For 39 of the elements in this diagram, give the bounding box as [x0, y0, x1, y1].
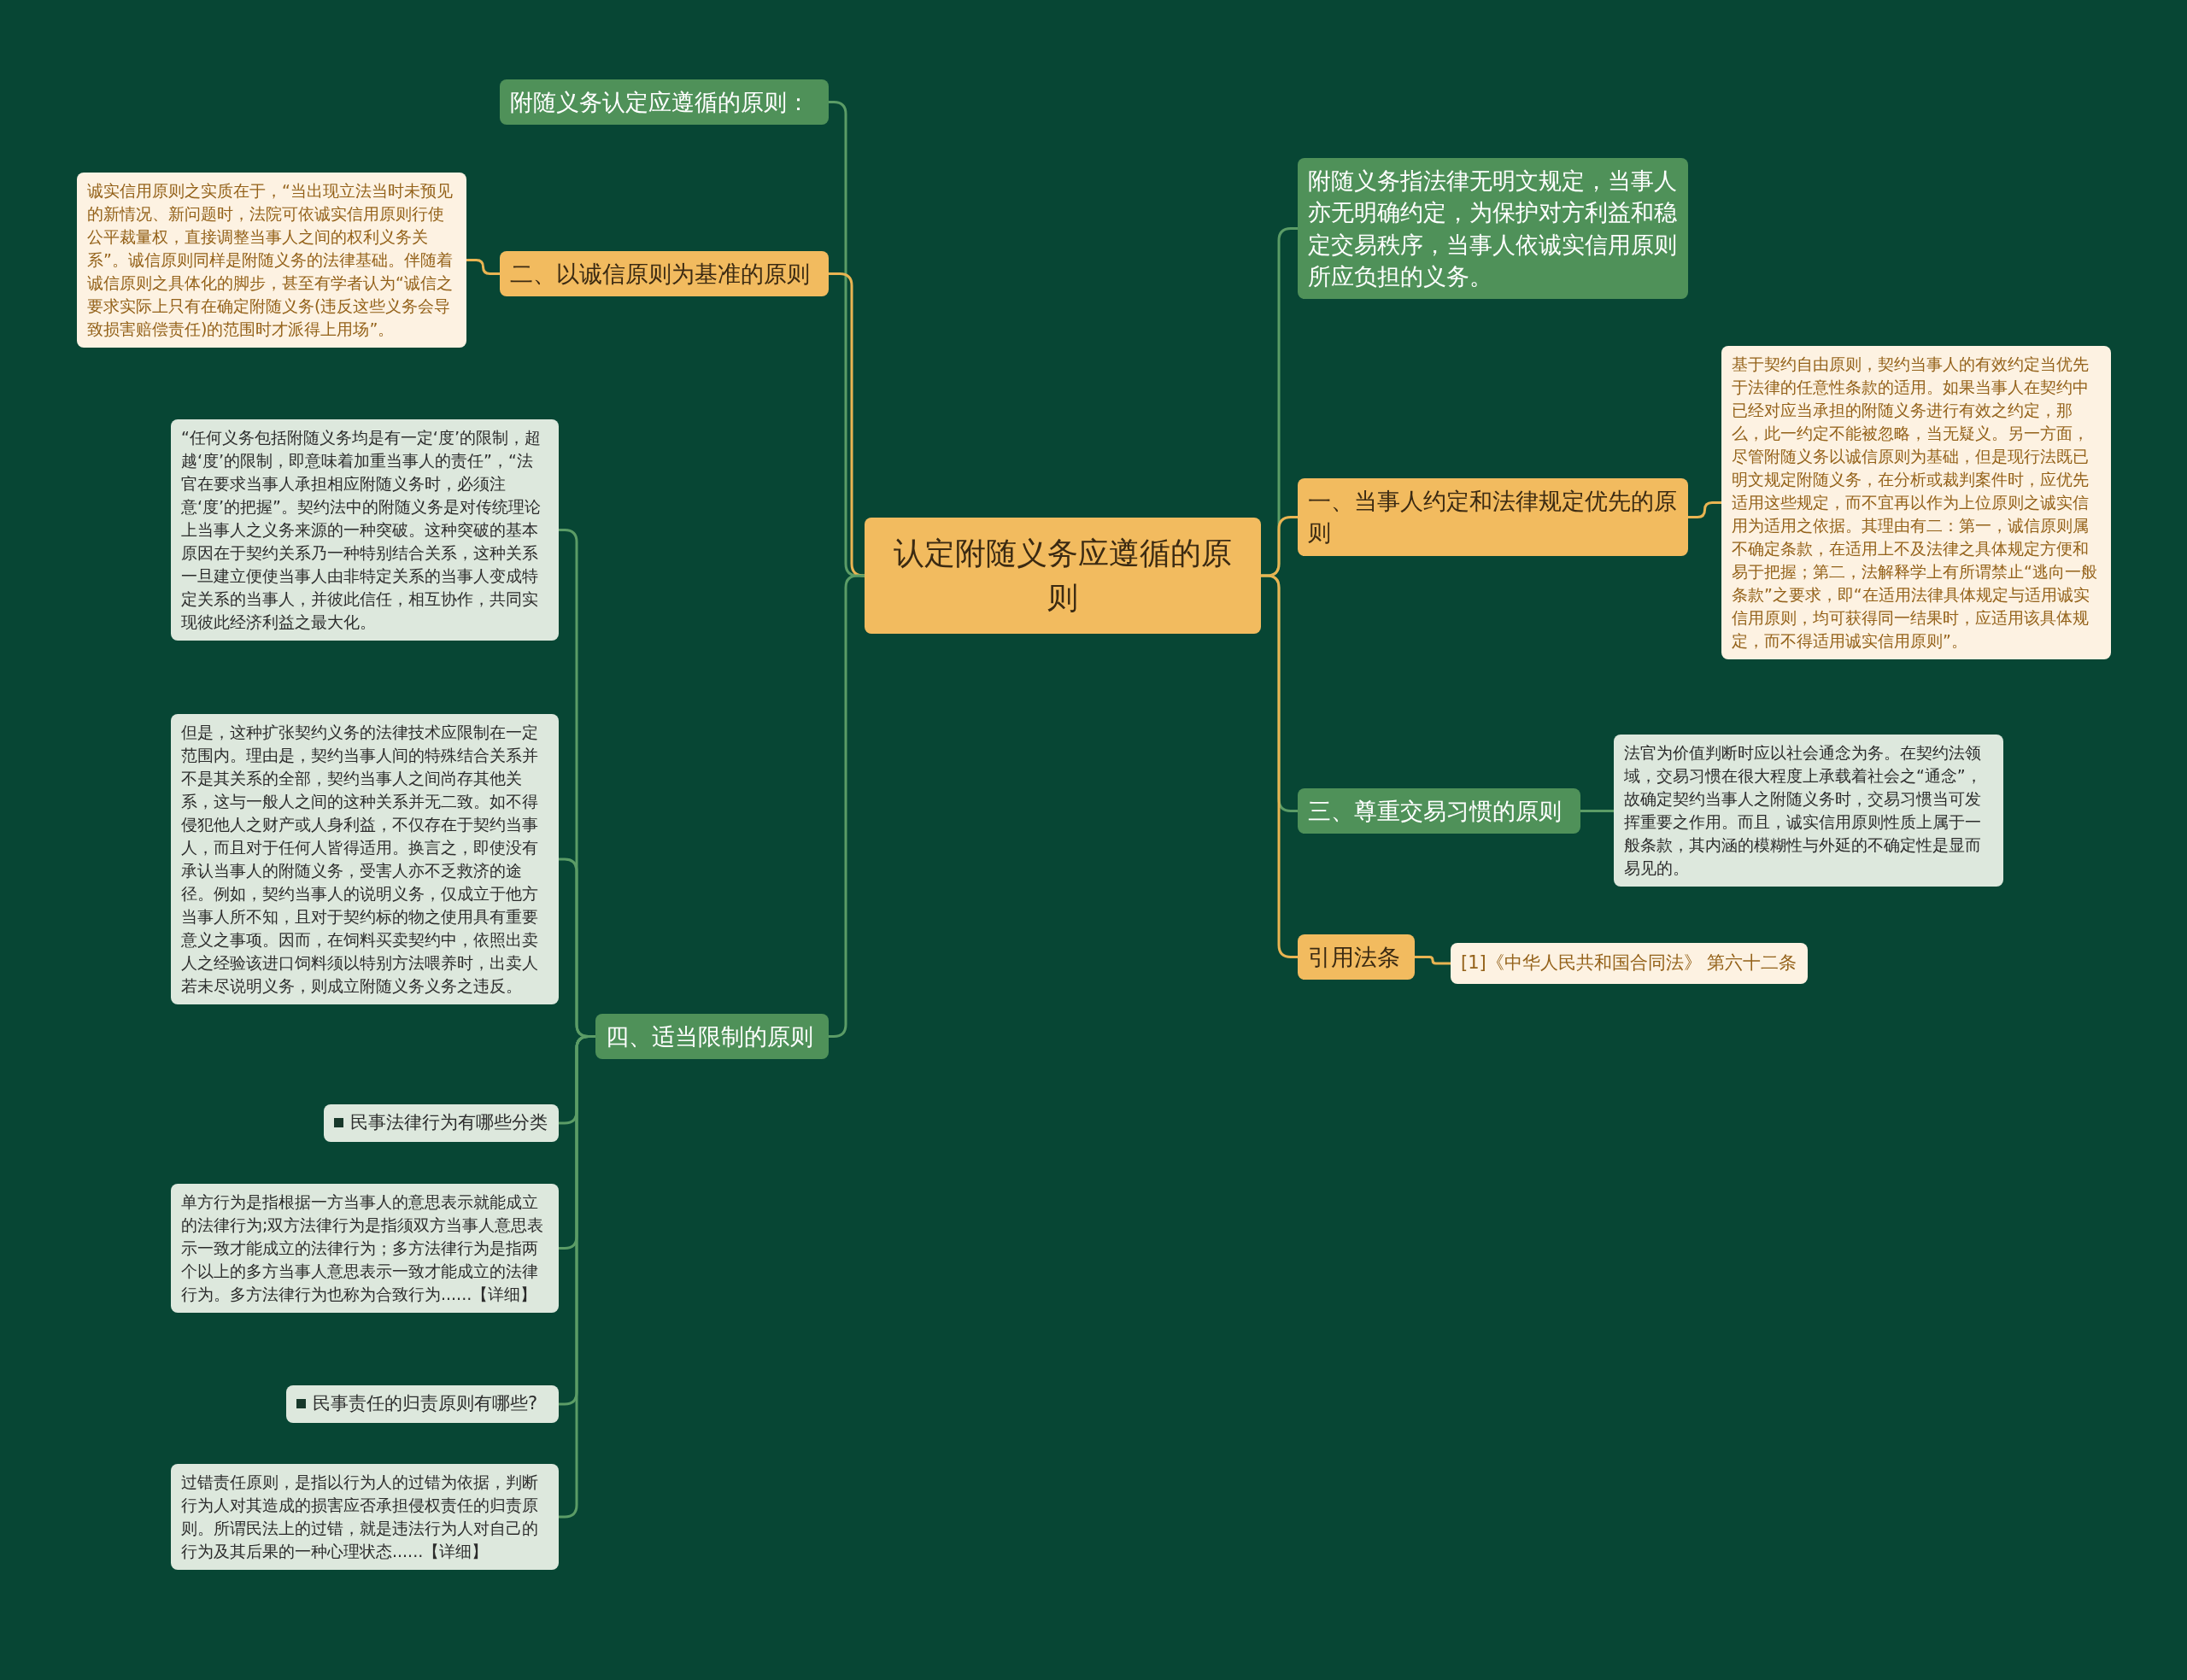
topic-box [1298, 934, 1415, 980]
node-text: “任何义务包括附随义务均是有一定‘度’的限制，超越‘度’的限制，即意味着加重当事人的责任”，“法官在要求当事人承担相应附随义务时，必须注意‘度’的把握”。契约法中的附随义务是对传统理论上当事人之义务来源的一种突破。这种突破的基本原因在于契约关系乃一种特别结合关系，这种关系一旦建立便使当事人由非特定关系的当事人变成特定关系的当事人，并彼此信任，相互协作，共同实现彼此经济利益之最大化。 [181, 427, 542, 633]
node-text: 四、适当限制的原则 [606, 1022, 814, 1051]
node-text: 诚实信用原则之实质在于，“当出现立法当时未预见的新情况、新问题时，法院可依诚实信用原则行使公平裁量权，直接调整当事人之间的权利义务关系”。诚信原则同样是附随义务的法律基础。伴随着诚信原则之具体化的脚步，甚至有学者认为“诚信之要求实际上只有在确定附随义务(违反这些义务会导致损害赔偿责任)的范围时才派得上用场”。 [87, 180, 454, 340]
note-box [1614, 735, 2003, 887]
topic-box [1298, 478, 1688, 556]
topic-box [1298, 158, 1688, 299]
connector-line [1415, 956, 1451, 965]
connector-line [1688, 501, 1721, 518]
node-text: 三、尊重交易习惯的原则 [1308, 797, 1563, 826]
topic-box [1298, 788, 1580, 834]
node-text: 但是，这种扩张契约义务的法律技术应限制在一定范围内。理由是，契约当事人间的特殊结合关系并不是其关系的全部，契约当事人之间尚存其他关系，这与一般人之间的这种关系并无二致。如不得侵犯他人之财产或人身利益，不仅存在于契约当事人，而且对于任何人皆得适用。换言之，即使没有承认当事人的附随义务，受害人亦不乏救济的途径。例如，契约当事人的说明义务，仅成立于他方当事人所不知，且对于契约标的物之使用具有重要意义之事项。因而，在饲料买卖契约中，依照出卖人之经验该进口饲料须以特别方法喂养时，出卖人若未尽说明义务，则成立附随义务义务之违反。 [181, 722, 539, 997]
link-box [286, 1385, 559, 1423]
note-box [171, 1464, 559, 1570]
connector-line [829, 272, 865, 577]
node-text: 基于契约自由原则，契约当事人的有效约定当优先于法律的任意性条款的适用。如果当事人在契约中已经对应当承担的附随义务进行有效之约定，那么，此一约定不能被忽略，当无疑义。另一方面，尽管附随义务以诚信原则为基础，但是现行法既已明文规定附随义务，在分析或裁判案件时，应优先适用这些规定，而不宜再以作为上位原则之诚实信用为适用之依据。其理由有二：第一，诚信原则属不确定条款，在适用上不及法律之具体规定方便和易于把握；第二，法解释学上有所谓禁止“逃向一般条款”之要求，即“在适用法律具体规定与适用诚实信用原则，均可获得同一结果时，应适用该具体规定，而不得适用诚实信用原则”。 [1732, 354, 2098, 652]
node-text: 认定附随义务应遵循的原则 [893, 535, 1233, 618]
node-text: 民事责任的归责原则有哪些? [313, 1392, 538, 1415]
topic-box [500, 79, 829, 126]
connector-line [1261, 574, 1298, 958]
topic-box [500, 251, 829, 297]
note-box [171, 1184, 559, 1313]
node-text: 单方行为是指根据一方当事人的意思表示就能成立的法律行为;双方法律行为是指须双方当事人意思表示一致才能成立的法律行为；多方法律行为是指两个以上的多方当事人意思表示一致才能成立的法律行为。多方法律行为也称为合致行为......【详细】 [181, 1191, 545, 1305]
node-text: [1]《中华人民共和国合同法》 第六十二条 [1461, 951, 1797, 975]
node-text: 引用法条 [1308, 943, 1401, 972]
central-topic-box [865, 518, 1261, 635]
note-box [1451, 943, 1808, 984]
node-text: 民事法律行为有哪些分类 [350, 1111, 548, 1134]
node-text: 附随义务指法律无明文规定，当事人亦无明确约定，为保护对方利益和稳定交易秩序，当事人依诚实信用原则所应负担的义务。 [1308, 167, 1678, 291]
connector-line [1580, 810, 1614, 812]
link-box [324, 1104, 559, 1142]
node-text: 一、当事人约定和法律规定优先的原则 [1308, 487, 1678, 548]
node-text: 过错责任原则，是指以行为人的过错为依据，判断行为人对其造成的损害应否承担侵权责任的归责原则。所谓民法上的过错，就是违法行为人对自己的行为及其后果的一种心理状态......【详细】 [181, 1472, 539, 1562]
node-text: 二、以诚信原则为基准的原则 [510, 260, 811, 289]
node-text: 附随义务认定应遵循的原则： [510, 88, 811, 117]
connector-line [829, 574, 865, 1038]
topic-box [595, 1014, 829, 1060]
node-text: 法官为价值判断时应以社会通念为务。在契约法领域，交易习惯在很大程度上承载着社会之“通念”，故确定契约当事人之附随义务时，交易习惯当可发挥重要之作用。而且，诚实信用原则性质上属于一般条款，其内涵的模糊性与外延的不确定性是显而易见的。 [1624, 742, 1983, 879]
connector-line [466, 259, 500, 275]
